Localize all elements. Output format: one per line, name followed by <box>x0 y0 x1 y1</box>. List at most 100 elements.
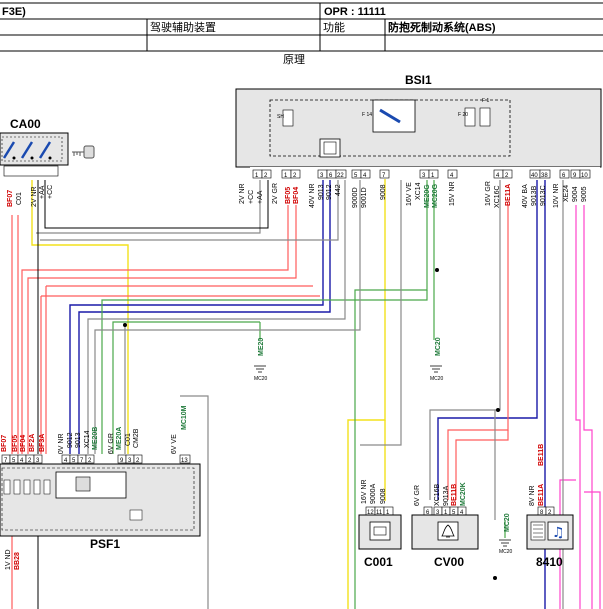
bsi-pin: 2 <box>293 173 297 179</box>
bsi-conn-16vgr: 16V GR <box>485 181 492 206</box>
bsi-wire-be11a: BE11A <box>505 184 512 206</box>
bsi-wire-442: 442 <box>335 184 342 196</box>
wire-red-be11b <box>455 430 509 500</box>
junction-dot <box>496 408 500 412</box>
bsi-wire-9000d: 9000D <box>352 187 359 208</box>
ca00-wire-cc: +CC <box>47 185 54 199</box>
bsi-pin: 6 <box>329 173 333 179</box>
bsi-conn-10vnr: 10V NR <box>553 183 560 208</box>
component-ca00: CA00 BF07 C01 2V NR +AA +CC <box>0 117 95 207</box>
psf1-wire-bf2a: BF2A <box>29 434 36 452</box>
bsi-f20: F 20 <box>458 112 468 118</box>
junction-dot <box>493 576 497 580</box>
wire-yellow-c01 <box>31 180 129 455</box>
bsi-wire-9013: 9013 <box>318 184 325 200</box>
psf1-wire-bf07: BF07 <box>1 435 8 452</box>
bsi-module-icon <box>319 138 341 158</box>
wire-gray-xc16b <box>429 409 500 500</box>
psf1-conn-10vnr: 10V NR <box>58 433 65 458</box>
cv00-wire-mc20k: MC20K <box>460 482 467 506</box>
ignition-key-icon <box>72 145 95 159</box>
header-function-label: 功能 <box>323 20 345 34</box>
junction-dot <box>435 268 439 272</box>
cv00-wire-9013a: 9013A <box>443 485 450 506</box>
wire-red-bf04 <box>27 205 297 455</box>
ca00-wire-bf07: BF07 <box>7 190 14 207</box>
bsi-conn-15vnr: 15V NR <box>449 181 456 206</box>
bsi-pin: 4 <box>363 173 367 179</box>
c001-conn: 16V NR <box>361 479 368 504</box>
header-table: F3E) OPR : 11111 驾驶辅助装置 功能 防抱死制动系统(ABS) … <box>0 2 603 66</box>
component-bsi1: BSI1 SH F 14 F 20 F 1 1 2 1 2 3 6 <box>235 73 602 208</box>
bsi-pin: 22 <box>337 173 344 179</box>
psf1-pin: 5 <box>12 458 16 464</box>
diagnostic-socket-icon <box>369 521 391 541</box>
bsi-conn-2vgr: 2V GR <box>272 183 279 204</box>
bsi-wire-9013c: 9013C <box>540 185 547 206</box>
bsi1-label: BSI1 <box>405 73 432 87</box>
bsi-wire-cc: +CC <box>248 190 255 204</box>
psf1-conn-1vnd: 1V ND <box>5 549 12 570</box>
bsi-wire-bf05: BF05 <box>285 187 292 204</box>
wire-green-me20g <box>354 180 428 609</box>
ground-mc20-vlabel: MC20 <box>435 337 442 356</box>
c001-label: C001 <box>364 555 393 569</box>
ground-me20-label: ME20 <box>258 338 265 356</box>
bsi-wire-9004: 9004 <box>572 186 579 202</box>
psf1-pin: 7 <box>80 458 84 464</box>
bsi-conn-2vnr: 2V NR <box>239 183 246 204</box>
bsi-pin: 1 <box>255 173 259 179</box>
psf1-pin: 13 <box>181 458 188 464</box>
bsi-pin: 3 <box>320 173 324 179</box>
bsi-wire-aa: +AA <box>257 190 264 204</box>
header-opr: OPR : 11111 <box>324 6 386 18</box>
bsi-wire-9005: 9005 <box>581 186 588 202</box>
psf1-wire-xc14: XC14 <box>84 430 91 448</box>
8410-conn: 8V NR <box>529 485 536 506</box>
psf1-wire-me20a: ME20A <box>116 427 123 450</box>
ground-mc20-label2: MC20 <box>430 376 444 382</box>
wire-red-be11a <box>447 205 509 500</box>
c001-pin: 12 <box>367 510 374 516</box>
8410-wire-be11: BE11A <box>538 484 545 506</box>
psf1-pin: 4 <box>64 458 68 464</box>
ca00-wire-c01: C01 <box>16 192 23 205</box>
psf1-wire-9012: 9012 <box>67 432 74 448</box>
bsi-wire-9012: 9012 <box>326 184 333 200</box>
wire-yellow-9008-a <box>347 178 386 609</box>
ground-me20: ME20 MC20 <box>254 338 268 382</box>
cv00-pin: 1 <box>444 510 448 516</box>
bsi-pin: 7 <box>382 173 386 179</box>
wire-blue-9013b <box>437 180 538 500</box>
ground-mc20-cv00-sublabel: MC20 <box>499 549 513 555</box>
wire-blue-9013 <box>69 180 324 455</box>
wire-pink-8410-a <box>559 479 576 500</box>
music-note-icon: ♫ <box>552 525 565 541</box>
wire-pink-9004 <box>575 205 581 609</box>
c001-wire-9000a: 9000A <box>370 483 377 504</box>
wire-gray-16vve <box>360 180 402 446</box>
wire-gray-xc16c <box>494 180 501 520</box>
wire-pink-9005 <box>583 205 593 609</box>
ground-icon <box>430 365 442 373</box>
cv00-wire-xc16b: XC16B <box>434 483 441 506</box>
wire-green-me20b <box>101 290 428 455</box>
psf1-pin: 9 <box>120 458 124 464</box>
ground-icon <box>499 539 511 547</box>
bsi-conn-40vnr: 40V NR <box>309 183 316 208</box>
bell-icon <box>441 524 455 538</box>
bsi-pin: 4 <box>496 173 500 179</box>
cv00-pin: 6 <box>426 510 430 516</box>
8410-pin: 2 <box>548 510 552 516</box>
psf1-pin: 2 <box>136 458 140 464</box>
junction-dots <box>123 268 500 580</box>
bsi-wire-xe24: XE24 <box>563 185 570 202</box>
bsi-pin: 5 <box>354 173 358 179</box>
cv00-conn: 6V GR <box>414 485 421 506</box>
wire-red-bf05 <box>21 205 289 455</box>
cv00-wire-be11b: BE11B <box>451 484 458 506</box>
cv00-pin: 5 <box>452 510 456 516</box>
psf1-wire-bf05: BF05 <box>12 435 19 452</box>
header-system: 防抱死制动系统(ABS) <box>388 20 496 34</box>
psf1-module-icon <box>75 476 91 492</box>
